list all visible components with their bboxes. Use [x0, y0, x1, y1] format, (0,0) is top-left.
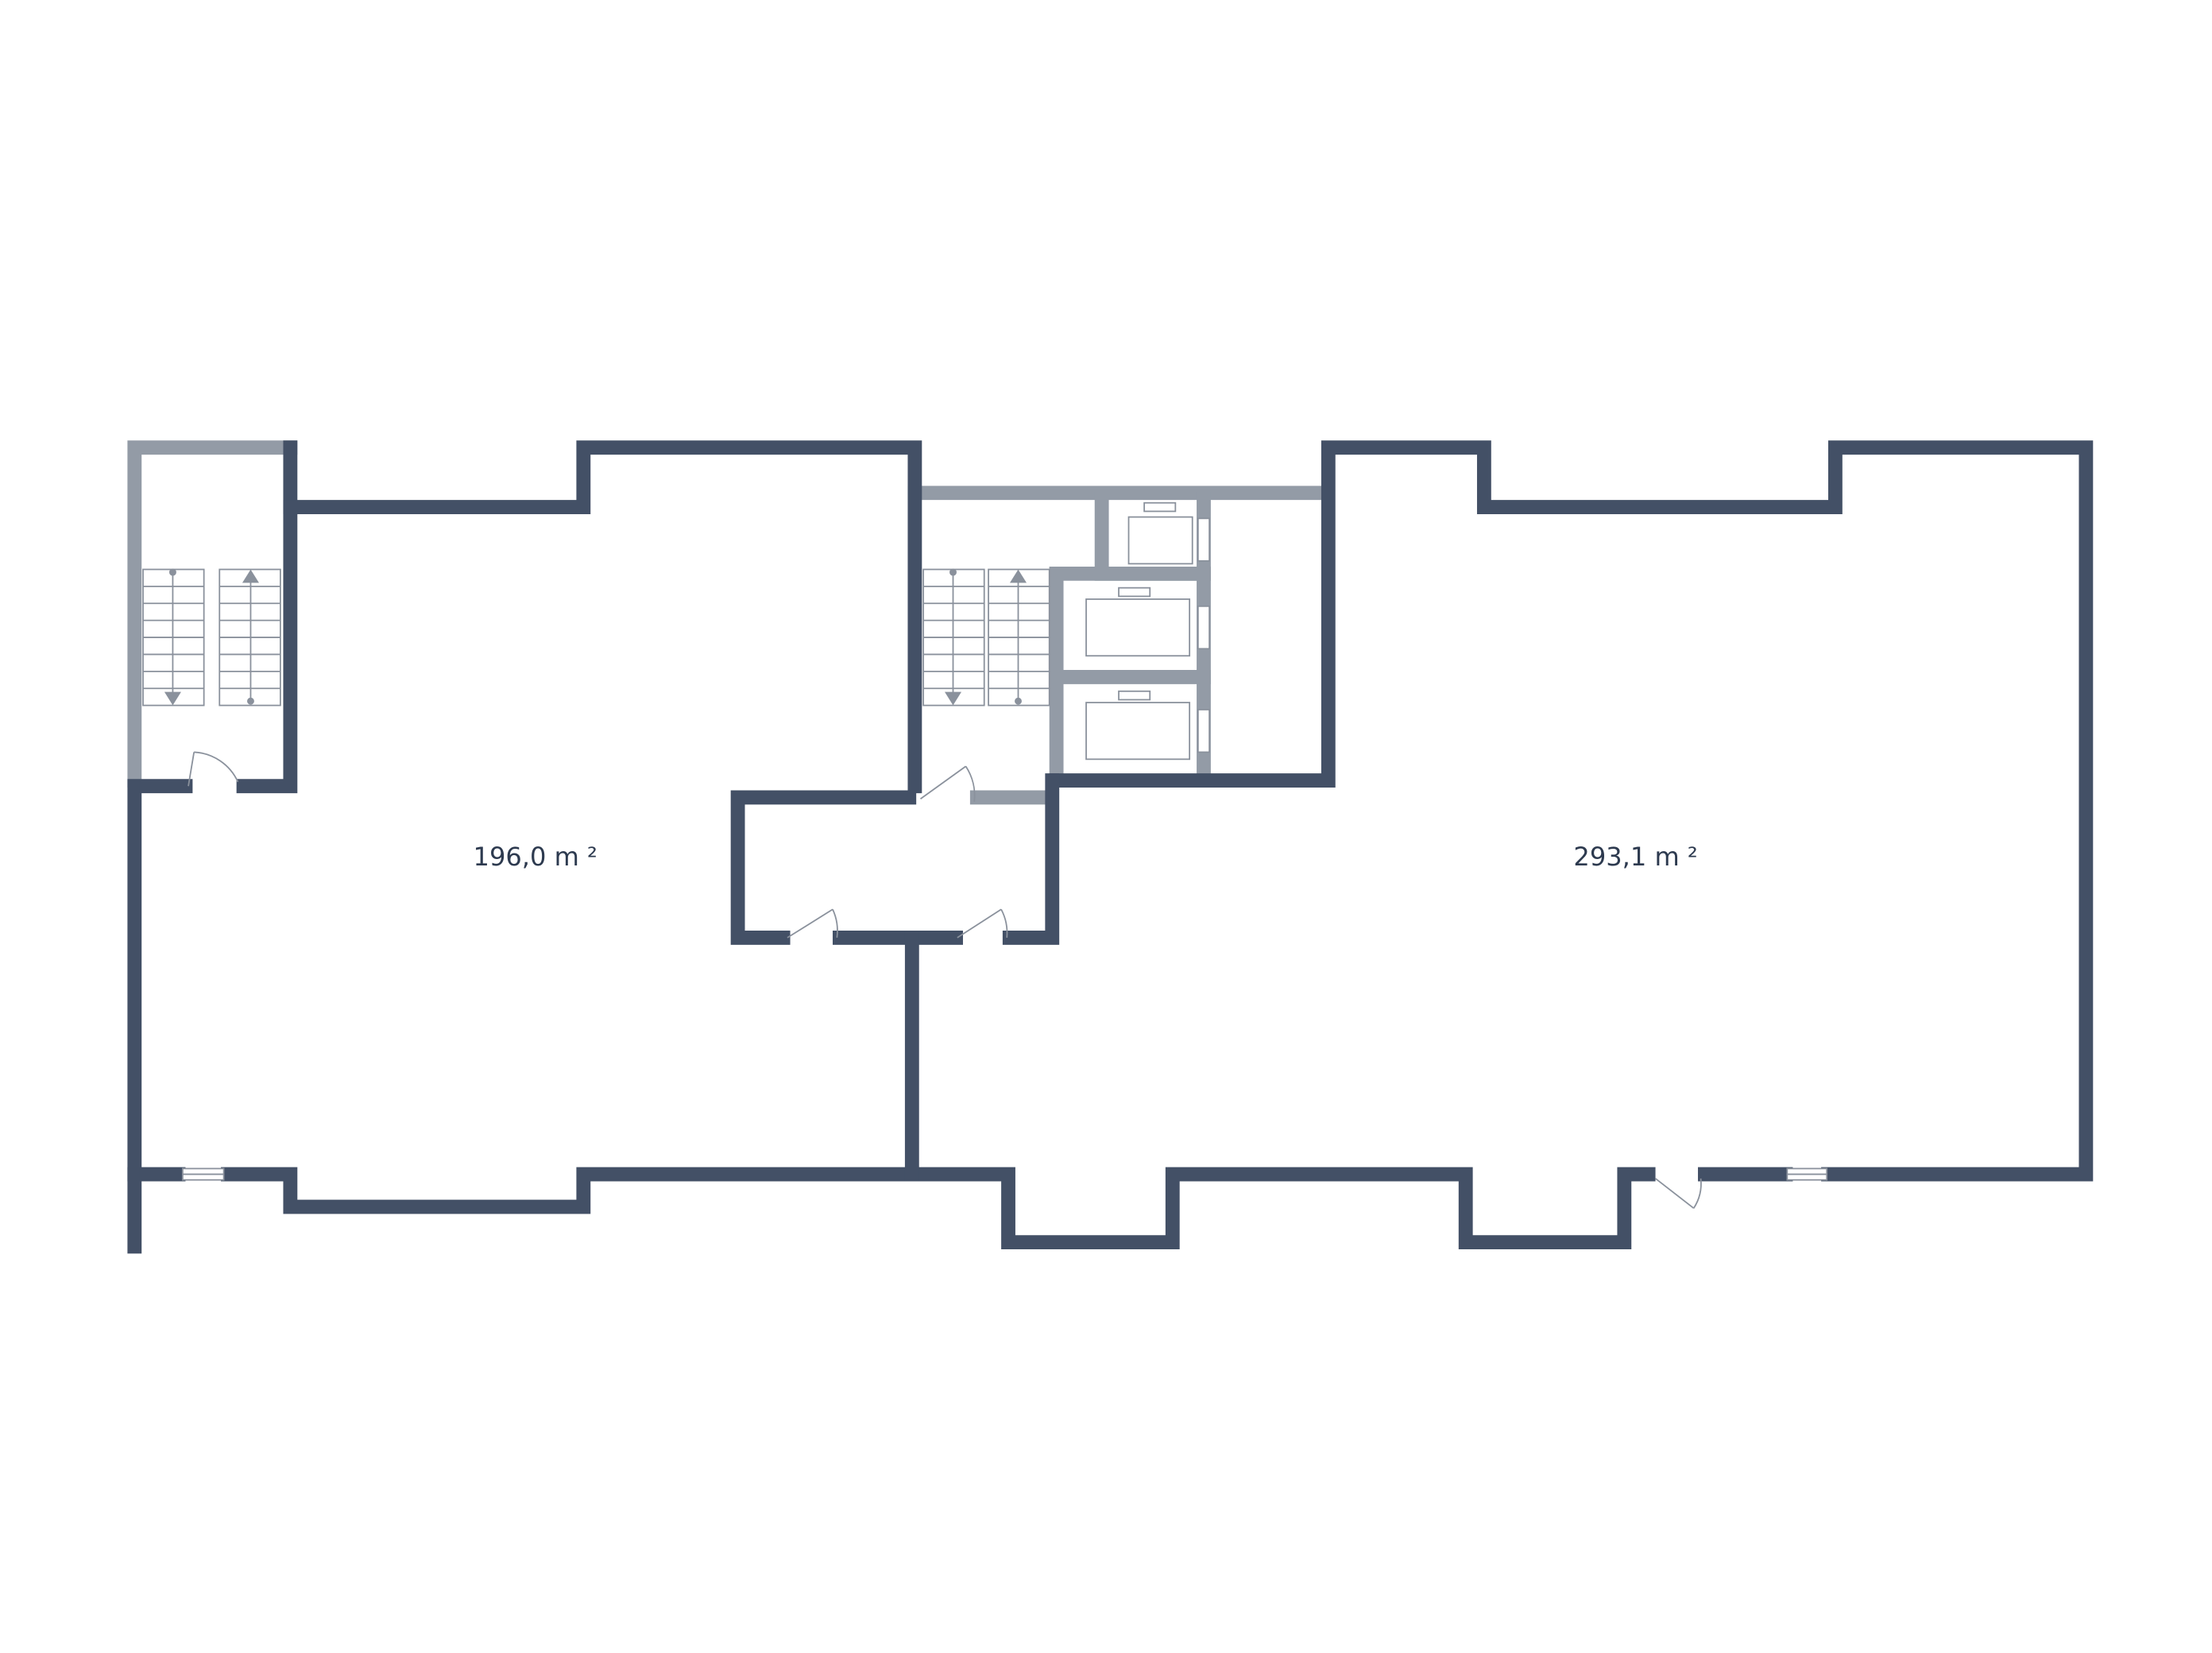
door-lobby-right: [957, 908, 1008, 939]
stair-center-down-arrow: [944, 691, 962, 706]
windows: [182, 1167, 1828, 1181]
right-unit-bottom-wall-2: [1049, 440, 2094, 1182]
area-label-right: 293,1 m ²: [1573, 842, 1697, 872]
stair-center: [922, 568, 1050, 706]
doors: [188, 751, 1702, 1210]
stair-left-down-arrow: [164, 691, 181, 706]
door-right-unit: [1654, 1178, 1702, 1210]
area-label-left: 196,0 m ²: [474, 842, 597, 872]
left-stair-landing-wall: [127, 779, 193, 1254]
left-unit-top-wall-2: [283, 440, 922, 794]
elevators: [1085, 501, 1211, 761]
elevator-2: [1085, 586, 1211, 657]
door-center-stair: [919, 765, 976, 802]
stair-left: [142, 568, 281, 706]
left-unit-bottom-wall-2: [221, 1167, 1656, 1250]
lobby-outline: [730, 790, 917, 945]
left-unit-top-wall: [236, 440, 298, 794]
door-left-stair: [188, 751, 239, 787]
exterior-walls: [127, 440, 2094, 1254]
elevator-1: [1127, 501, 1211, 565]
stair-center-up-arrow: [1009, 569, 1027, 583]
left-stair-enclosure-wall: [127, 440, 298, 788]
lobby-bottom-wall-2: [1002, 773, 1060, 945]
stair-left-up-arrow: [242, 569, 259, 583]
door-lobby-left: [787, 908, 838, 939]
elevator-3: [1085, 690, 1211, 761]
